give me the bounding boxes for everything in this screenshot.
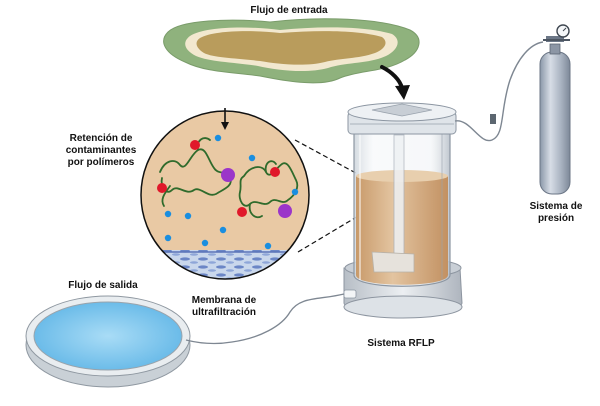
retention-label-line2: contaminantes: [66, 145, 137, 156]
contaminant-red-particles: [157, 140, 280, 217]
system-label: Sistema RFLP: [367, 338, 435, 349]
outflow-tube: [185, 293, 345, 345]
pressure-tube: [454, 41, 544, 142]
membrane-label-line1: Membrana de: [192, 295, 257, 306]
retention-label: Retención de contaminantes por polímeros: [66, 133, 137, 168]
pressure-label: Sistema de presión: [530, 201, 583, 224]
contaminant-purple-particles: [221, 168, 292, 218]
tube-connector: [490, 114, 496, 124]
outflow-dish: [25, 295, 191, 388]
retention-label-line3: por polímeros: [68, 157, 135, 168]
pressure-label-line2: presión: [538, 213, 574, 224]
pressure-label-line1: Sistema de: [530, 201, 583, 212]
membrane-label-line2: ultrafiltración: [192, 307, 256, 318]
gas-cylinder-icon: [539, 36, 571, 195]
down-arrow-icon: [221, 108, 229, 130]
rflp-tank: [343, 102, 463, 319]
membrane-label: Membrana de ultrafiltración: [192, 295, 257, 318]
inflow-label: Flujo de entrada: [250, 5, 328, 16]
retention-label-line1: Retención de: [70, 133, 133, 144]
pressure-gauge-icon: [556, 24, 570, 38]
outflow-label: Flujo de salida: [68, 280, 138, 291]
inflow-basin: [163, 18, 420, 84]
zoom-detail: [140, 108, 310, 280]
curved-arrow-icon: [380, 65, 410, 100]
blue-ion-particles: [164, 134, 299, 250]
